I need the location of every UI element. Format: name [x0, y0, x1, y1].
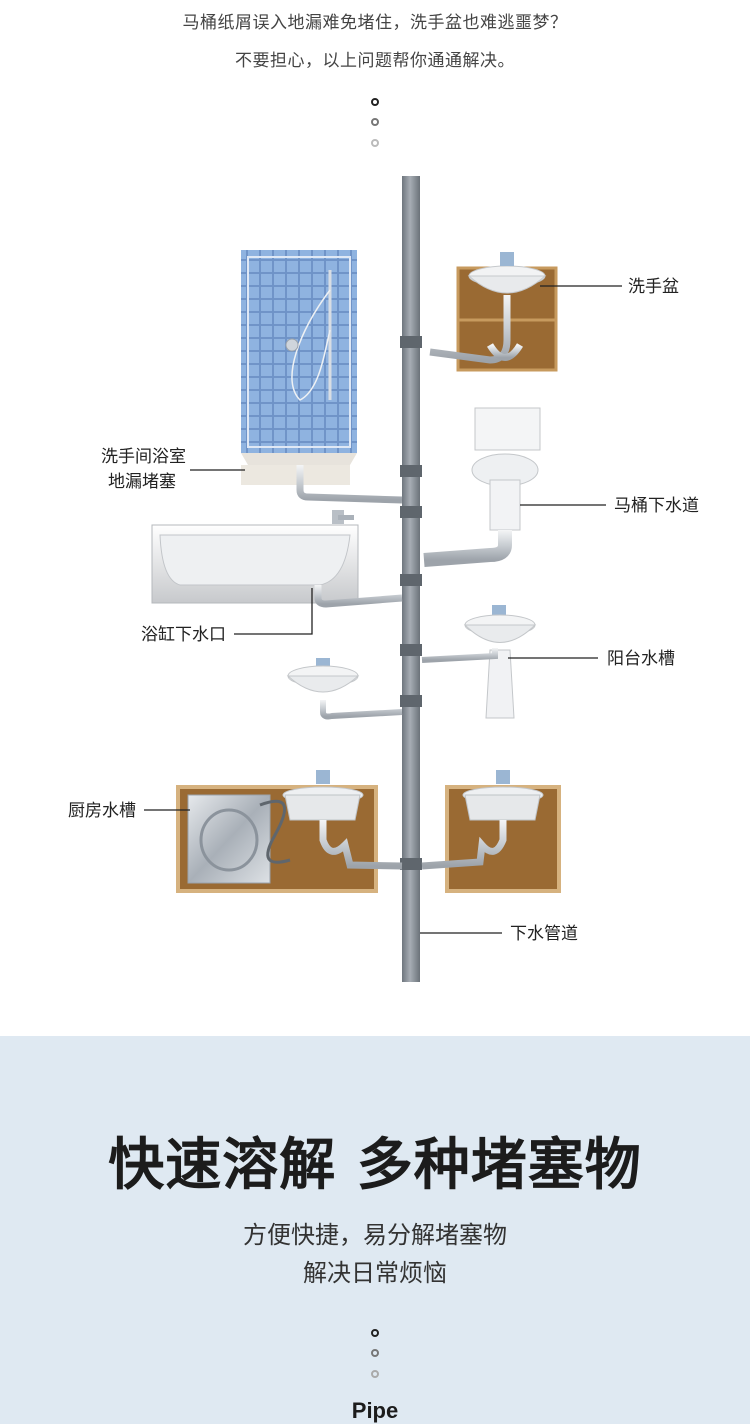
label-wash-basin: 洗手盆: [628, 277, 679, 297]
dot-indicator: [371, 98, 379, 106]
plumbing-diagram: 洗手盆 洗手间浴室 地漏堵塞 马桶下水道 浴缸下水口 阳台水槽 厨房水槽 下水管…: [68, 176, 699, 982]
label-floor-drain-line-1: 洗手间浴室: [101, 447, 186, 467]
label-floor-drain-line-2: 地漏堵塞: [108, 472, 176, 492]
balcony-sink: [421, 605, 537, 719]
intro-line-2: 不要担心，以上问题帮你通通解决。: [235, 51, 515, 71]
feature-panel: [0, 1036, 750, 1424]
bathtub-drain-pipe: [314, 585, 403, 608]
footer-pipe-word: Pipe: [351, 1398, 399, 1423]
feature-subtitle-1: 方便快捷，易分解堵塞物: [243, 1221, 507, 1249]
dot-indicator: [371, 1349, 379, 1357]
wash-basin-cabinet: [429, 252, 558, 372]
leader-lines: [144, 285, 622, 934]
feature-subtitle-2: 解决日常烦恼: [303, 1259, 447, 1287]
kitchen-cabinet-left: [176, 770, 403, 893]
intro-line-1: 马桶纸屑误入地漏难免堵住，洗手盆也难逃噩梦？: [182, 13, 568, 33]
dot-indicator: [371, 1370, 379, 1378]
toilet: [423, 407, 541, 567]
label-toilet-drain: 马桶下水道: [614, 496, 699, 516]
main-drain-pipe: [400, 176, 422, 982]
dot-indicator: [371, 139, 379, 147]
feature-headline: 快速溶解 多种堵塞物: [108, 1133, 642, 1198]
label-balcony-sink: 阳台水槽: [607, 649, 675, 669]
label-kitchen-sink: 厨房水槽: [68, 801, 136, 821]
shower-drain-pipe: [296, 465, 403, 504]
dot-indicator: [371, 118, 379, 126]
label-bathtub-drain: 浴缸下水口: [141, 624, 226, 645]
label-drain-pipe: 下水管道: [510, 924, 578, 944]
small-wall-basin: [286, 658, 403, 720]
kitchen-cabinet-right: [421, 770, 561, 893]
dot-indicator: [371, 1329, 379, 1337]
bathtub: [151, 510, 359, 604]
shower-cabin: [241, 250, 357, 485]
